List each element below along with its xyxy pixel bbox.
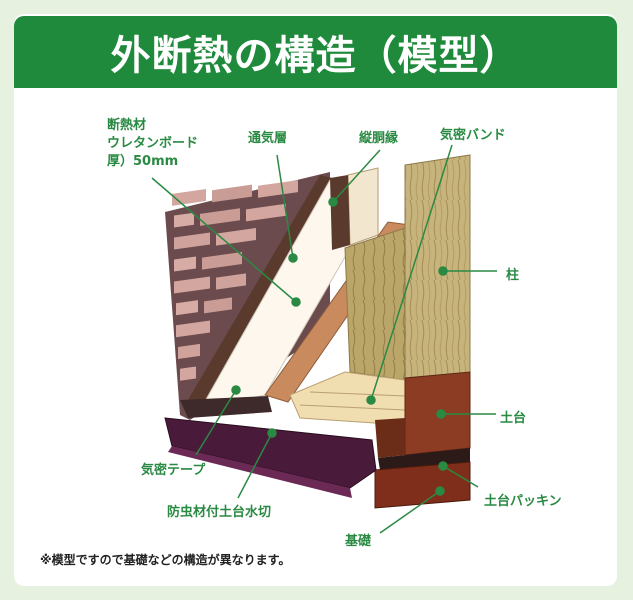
label-sill-flashing: 防虫材付土台水切: [167, 505, 272, 520]
sill-flashing: [164, 417, 377, 489]
inner-wall: [344, 227, 406, 381]
label-sill: 土台: [500, 411, 527, 426]
label-sill-packing: 土台パッキン: [484, 494, 562, 509]
sill-flashing-edge: [168, 446, 352, 498]
label-furring-strip: 縦胴縁: [359, 131, 399, 146]
label-pillar: 柱: [506, 268, 520, 283]
label-air-tape: 気密テープ: [141, 463, 206, 478]
label-foundation: 基礎: [345, 534, 372, 549]
sill-side: [375, 418, 405, 458]
label-insulation: 断熱材 ウレタンボード 厚）50mm: [107, 118, 199, 169]
lower-boards: [289, 371, 406, 426]
footnote: ※模型ですので基礎などの構造が異なります。: [40, 553, 291, 567]
furring-strip: [347, 167, 379, 246]
ventilation-board: [185, 175, 332, 410]
label-ventilation-layer: 通気層: [248, 131, 288, 146]
furring-strip-dark: [330, 175, 350, 250]
label-air-band: 気密バンド: [440, 128, 506, 143]
foundation: [374, 461, 471, 509]
page-title: 外断熱の構造（模型）: [110, 33, 521, 79]
sill-packing: [378, 448, 470, 470]
title-bar: 外断熱の構造（模型）: [14, 16, 617, 88]
